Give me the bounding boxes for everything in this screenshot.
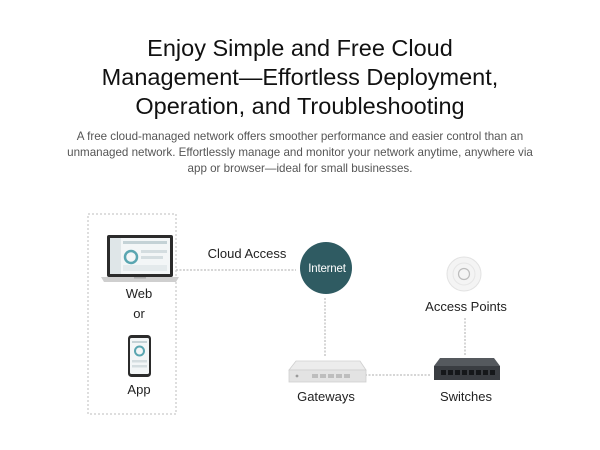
- cloud-access-label: Cloud Access: [207, 246, 287, 261]
- web-label: Web: [125, 286, 153, 301]
- globe-icon: [300, 242, 352, 294]
- router-icon: [288, 360, 367, 383]
- gateways-label: Gateways: [297, 389, 355, 404]
- client-group-box: [87, 213, 177, 415]
- headline-line-2: Management—Effortless Deployment,: [101, 64, 499, 90]
- laptop-icon: [101, 235, 179, 282]
- headline-line-1: Enjoy Simple and Free Cloud: [147, 35, 453, 61]
- description-line-2: unmanaged network. Effortlessly manage a…: [67, 146, 533, 159]
- access-point-icon: [446, 256, 482, 292]
- switches-label: Switches: [439, 389, 493, 404]
- headline-line-3: Operation, and Troubleshooting: [135, 93, 465, 119]
- connector-lines: [176, 269, 466, 376]
- description-paragraph: A free cloud-managed network offers smoo…: [30, 129, 570, 177]
- app-label: App: [127, 382, 151, 397]
- or-label: or: [133, 306, 145, 321]
- switch-icon: [434, 358, 500, 380]
- smartphone-icon: [128, 335, 151, 377]
- access-points-label: Access Points: [425, 299, 507, 314]
- description-line-3: app or browser—ideal for small businesse…: [187, 162, 413, 175]
- internet-label: Internet: [308, 263, 346, 275]
- page-headline: Enjoy Simple and Free Cloud Management—E…: [0, 34, 600, 121]
- description-line-1: A free cloud-managed network offers smoo…: [76, 130, 524, 143]
